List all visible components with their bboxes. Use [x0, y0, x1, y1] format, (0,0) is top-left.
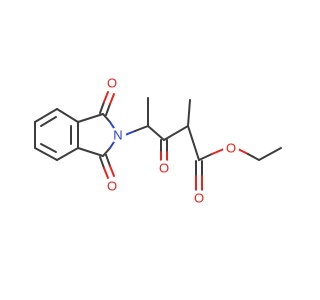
- bond-co-bottom-b1: [105, 154, 111, 167]
- bond-co-top-b1: [105, 103, 111, 116]
- bond-imide-n-bottom: [109, 141, 115, 149]
- atom-o-imide-top-bg: [104, 75, 120, 91]
- bond-ethyl-a: [237, 148, 249, 155]
- atom-o-ester-carbonyl-bg: [191, 190, 207, 206]
- benzene-ring: [34, 108, 79, 161]
- atom-o-ester-ether-label: O: [226, 141, 236, 156]
- imide-carbonyls: [99, 91, 115, 179]
- bond-methyl-2: [187, 99, 191, 127]
- bond-ring-d: [34, 147, 58, 161]
- atom-o-ester-ether: O: [223, 140, 239, 156]
- bond-ester-o-a: [198, 153, 213, 161]
- atom-o-imide-top: O: [104, 75, 120, 91]
- bond-imide-c1-n: [102, 113, 111, 123]
- atom-o-ketone-bg: [156, 160, 172, 176]
- ester-carbonyl: [195, 160, 203, 191]
- ester-ethyl: [198, 147, 282, 161]
- structure-diagram: O O N O O O: [34, 75, 282, 206]
- bond-ring-f: [34, 108, 58, 123]
- bond-co-bottom-a1: [99, 156, 105, 169]
- bond-n-chain-b: [134, 125, 149, 132]
- side-chain: [147, 97, 200, 161]
- bond-n-chain-a: [124, 130, 136, 136]
- atom-o-ketone-label: O: [159, 161, 169, 176]
- bond-ring-c: [56, 147, 79, 161]
- atom-n-imide: N: [110, 127, 126, 143]
- imide-ring: [77, 113, 115, 157]
- ketone-carbonyl: [160, 139, 168, 161]
- atom-o-imide-bottom: O: [104, 178, 120, 194]
- bond-co-bottom-b2: [109, 165, 115, 177]
- bond-ethyl-b: [247, 153, 260, 161]
- atom-o-ester-ether-bg: [223, 140, 239, 156]
- atom-n-imide-label: N: [113, 128, 122, 143]
- bond-chain-c3: [187, 125, 200, 161]
- atom-n-imide-bg: [110, 127, 126, 143]
- bond-ring-inner-2: [40, 143, 57, 153]
- bond-co-top-b2: [109, 93, 115, 105]
- bond-imide-c1: [77, 113, 104, 123]
- bond-ester-o-b: [211, 148, 225, 155]
- bond-co-top-a2: [103, 91, 109, 103]
- atom-o-imide-bottom-bg: [104, 178, 120, 194]
- bond-co-bottom-a2: [103, 167, 109, 179]
- atom-o-imide-bottom-label: O: [107, 179, 117, 194]
- bond-co-top-a1: [99, 101, 105, 114]
- atom-o-ester-carbonyl: O: [191, 190, 207, 206]
- atom-o-ester-carbonyl-label: O: [194, 191, 204, 206]
- bond-chain-c2: [163, 125, 189, 141]
- bond-ring-a: [56, 108, 79, 123]
- bond-imide-c2: [77, 147, 104, 157]
- bond-imide-n-top: [109, 121, 115, 129]
- bond-imide-c2-n: [102, 147, 111, 157]
- bond-chain-c1: [147, 125, 165, 141]
- atom-o-imide-top-label: O: [107, 76, 117, 91]
- bond-ethyl-c: [258, 147, 282, 161]
- atom-o-ketone: O: [156, 160, 172, 176]
- bond-ring-inner-3: [40, 116, 57, 127]
